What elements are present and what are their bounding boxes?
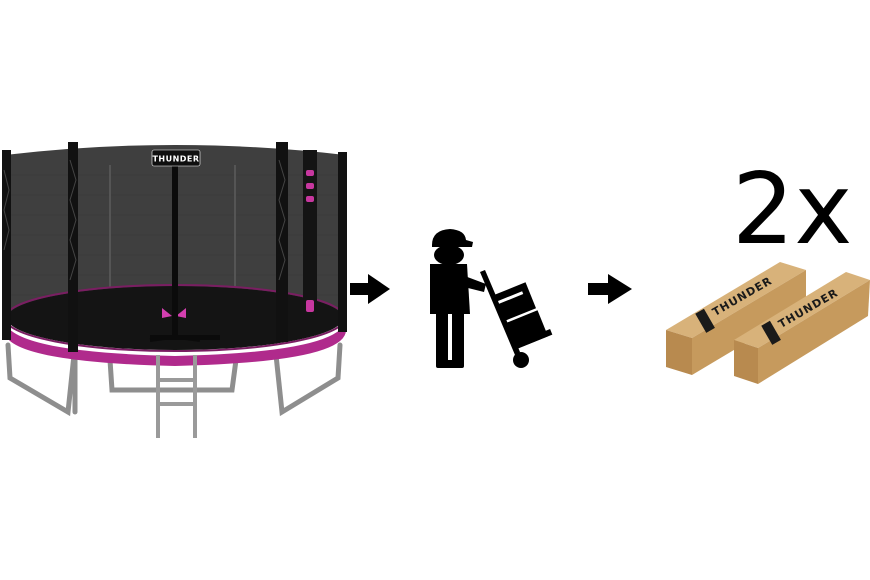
delivery-person-hand-truck-icon bbox=[430, 229, 553, 368]
frame-pad bbox=[4, 318, 346, 366]
cardboard-boxes-icon: THUNDER THUNDER bbox=[666, 262, 870, 384]
front-poles bbox=[2, 142, 347, 352]
arrow-right-icon bbox=[588, 274, 632, 304]
back-poles bbox=[109, 165, 236, 290]
mat-logo bbox=[162, 308, 186, 318]
trampoline-ladder bbox=[156, 355, 197, 438]
net-zipper bbox=[172, 165, 178, 337]
hand-truck-icon bbox=[480, 270, 553, 368]
brand-badge: THUNDER bbox=[151, 149, 201, 167]
package-multiplier: 2x bbox=[732, 153, 852, 267]
package-box: THUNDER bbox=[734, 272, 870, 384]
brand-badge-label: THUNDER bbox=[152, 155, 199, 164]
net-strap bbox=[303, 150, 317, 320]
pole-pattern bbox=[3, 159, 286, 281]
cap-icon bbox=[432, 229, 473, 247]
arrow-right-icon bbox=[350, 274, 390, 304]
trampoline-icon: THUNDER bbox=[2, 142, 347, 438]
trampoline-legs bbox=[5, 342, 343, 417]
